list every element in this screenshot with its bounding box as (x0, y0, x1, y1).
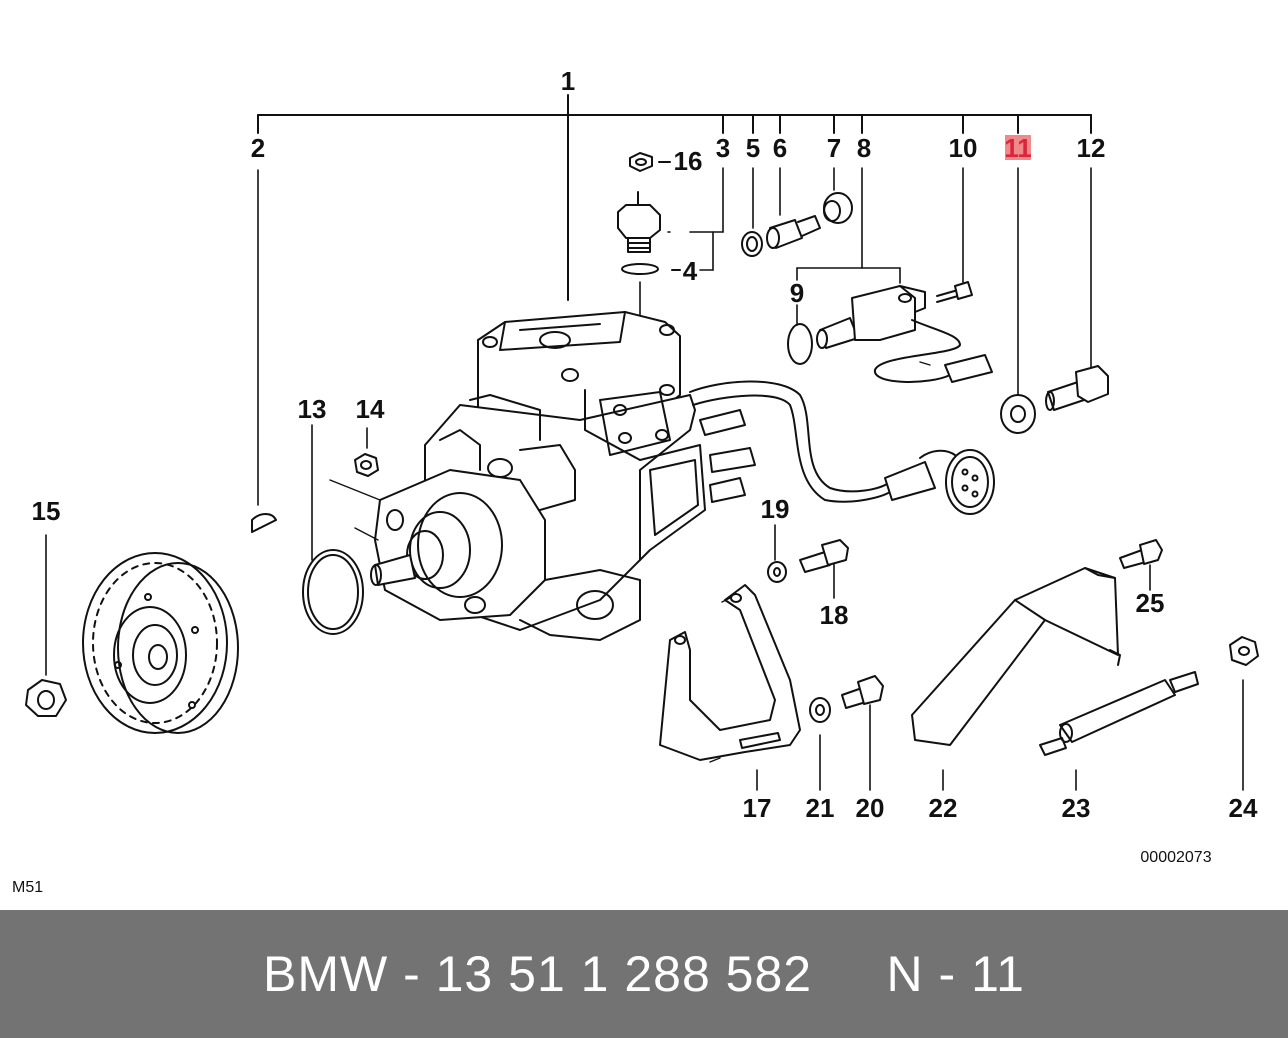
callout-11: 11 (1004, 133, 1032, 163)
callout-20: 20 (856, 793, 885, 823)
callout-16: 16 (674, 146, 703, 176)
callout-23: 23 (1062, 793, 1091, 823)
callout-11-highlight (1005, 135, 1031, 160)
callout-12: 12 (1077, 133, 1106, 163)
callout-labels: 1 2 3 4 5 6 7 8 9 10 11 12 13 14 15 16 1… (12, 66, 1258, 896)
part-2-woodruff-key (251, 513, 277, 533)
part-21-washer (809, 697, 831, 723)
callout-15: 15 (32, 496, 61, 526)
callout-5: 5 (746, 133, 760, 163)
part-7-nut (823, 192, 853, 224)
part-11-washer (1000, 394, 1036, 434)
callout-10: 10 (949, 133, 978, 163)
part-4-o-ring (621, 263, 659, 275)
callout-4: 4 (683, 256, 698, 286)
part-22-cover-plate (911, 567, 1121, 746)
drawing-number: 00002073 (1140, 849, 1211, 866)
callout-13: 13 (298, 394, 327, 424)
part-13-o-ring (302, 549, 364, 635)
part-20-bolt (841, 675, 884, 709)
part-6-fitting (766, 215, 821, 249)
callout-2: 2 (251, 133, 265, 163)
part-9-o-ring (787, 323, 813, 365)
part-number-text: BMW - 13 51 1 288 582 N - 11 (263, 946, 1025, 1002)
callout-18: 18 (820, 600, 849, 630)
callout-3: 3 (716, 133, 730, 163)
top-bracket (257, 94, 1092, 301)
part-10-screw (936, 281, 973, 303)
part-15-nut (25, 679, 67, 717)
part-17-bracket (659, 584, 801, 761)
callout-7: 7 (827, 133, 841, 163)
part-14-nut (354, 453, 379, 477)
callout-22: 22 (929, 793, 958, 823)
callout-21: 21 (806, 793, 835, 823)
part-8-actuator (816, 285, 993, 383)
exploded-view-drawing: 1 2 3 4 5 6 7 8 9 10 11 12 13 14 15 16 1… (12, 66, 1259, 896)
callout-1: 1 (561, 66, 575, 96)
callout-14: 14 (356, 394, 385, 424)
callout-24: 24 (1229, 793, 1258, 823)
part-3-sensor (617, 191, 661, 253)
leader-lines (45, 167, 1244, 791)
part-25-bolt (1119, 539, 1163, 569)
alignment-lines (329, 361, 931, 763)
drive-sprocket (82, 552, 239, 734)
callout-17: 17 (743, 793, 772, 823)
model-code: M51 (12, 879, 43, 896)
parts-diagram: 1 2 3 4 5 6 7 8 9 10 11 12 13 14 15 16 1… (12, 66, 1259, 896)
part-23-spacer (1039, 671, 1199, 756)
part-number-banner: BMW - 13 51 1 288 582 N - 11 (0, 910, 1288, 1038)
part-24-nut (1229, 636, 1259, 666)
callout-6: 6 (773, 133, 787, 163)
callout-8: 8 (857, 133, 871, 163)
part-18-bolt (799, 539, 849, 573)
callout-25: 25 (1136, 588, 1165, 618)
callout-9: 9 (790, 278, 804, 308)
part-5-seal-ring (741, 231, 763, 257)
part-19-washer (767, 561, 787, 583)
part-12-bolt (1045, 365, 1109, 411)
callout-19: 19 (761, 494, 790, 524)
injection-pump-body (370, 311, 756, 641)
pump-wiring-harness (689, 380, 995, 515)
